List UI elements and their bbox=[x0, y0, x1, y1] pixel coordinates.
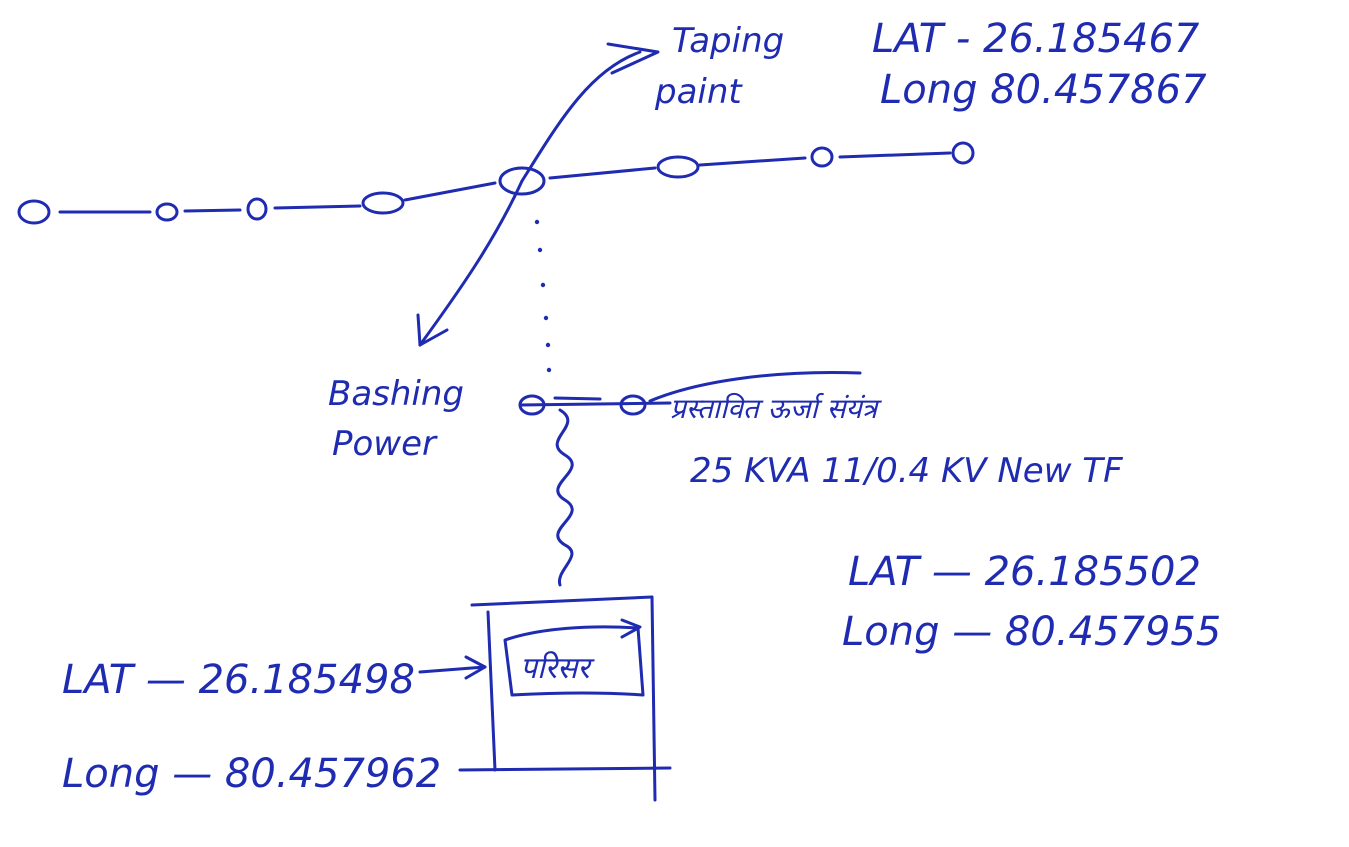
consumer-premises-box bbox=[458, 595, 672, 802]
tapping-point-lat: LAT - 26.185467 bbox=[872, 16, 1200, 62]
consumer-lat: LAT — 26.185498 bbox=[62, 657, 415, 703]
pole-node bbox=[17, 199, 51, 225]
tapping-point-label: paint bbox=[654, 72, 743, 112]
consumer-coordinate-arrow bbox=[418, 655, 487, 680]
bushing-arrow bbox=[416, 179, 524, 347]
pole-node bbox=[155, 202, 179, 222]
tapping-point-long: Long 80.457867 bbox=[880, 67, 1207, 113]
transformer-bar bbox=[518, 394, 672, 416]
dotted-drop-line bbox=[534, 219, 552, 373]
transformer-long: Long — 80.457955 bbox=[842, 609, 1221, 655]
consumer-long: Long — 80.457962 bbox=[62, 751, 441, 797]
transformer-lat: LAT — 26.185502 bbox=[848, 549, 1201, 595]
tapping-arrow bbox=[520, 42, 660, 183]
pole-node bbox=[951, 141, 975, 165]
overhead-line-left bbox=[58, 181, 497, 214]
bushing-power-label: Power bbox=[332, 424, 438, 464]
pole-node bbox=[246, 197, 268, 221]
transformer-label: प्रस्तावित ऊर्जा संयंत्र bbox=[670, 392, 883, 425]
bushing-power-label: Bashing bbox=[328, 374, 464, 414]
transformer-label-underline bbox=[648, 370, 862, 403]
pole-node bbox=[656, 155, 700, 179]
service-cable bbox=[555, 408, 574, 587]
consumer-label: परिसर bbox=[520, 651, 595, 686]
tapping-point-label: Taping bbox=[672, 21, 784, 61]
pole-node bbox=[810, 146, 834, 168]
pole-node bbox=[361, 191, 405, 215]
overhead-line-right bbox=[548, 151, 952, 180]
tapping-pole-node bbox=[498, 166, 546, 196]
transformer-rating: 25 KVA 11/0.4 KV New TF bbox=[690, 451, 1123, 491]
